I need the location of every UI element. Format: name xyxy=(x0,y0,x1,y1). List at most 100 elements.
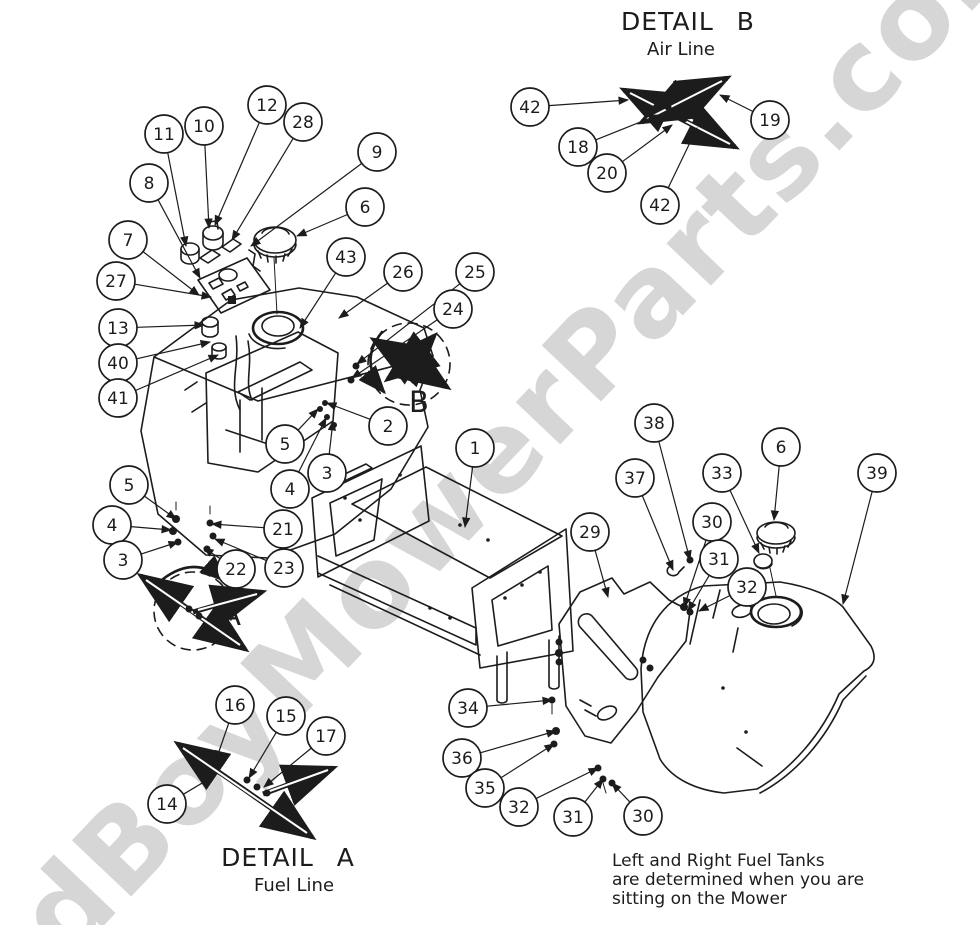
callout-leader-line xyxy=(231,137,294,241)
callout-bubble xyxy=(103,540,143,580)
callout-bubble xyxy=(455,428,495,468)
left-filler-ring-inner xyxy=(261,315,295,337)
callout-bubble xyxy=(553,797,593,837)
callout-number: 40 xyxy=(107,354,129,374)
callout-14: 14 xyxy=(147,775,215,824)
callout-leader-line xyxy=(548,96,630,107)
detail-b-subtitle: Air Line xyxy=(647,39,715,60)
callout-leader-line xyxy=(140,540,179,555)
callout-bubble xyxy=(144,114,184,154)
callout-leader-line xyxy=(203,547,221,560)
callout-number: 27 xyxy=(105,272,127,292)
callout-number: 3 xyxy=(118,551,129,571)
callout-leader-line xyxy=(157,199,201,279)
callout-bubble xyxy=(270,469,310,509)
detail-a-drawing xyxy=(173,740,339,841)
callout-bubble xyxy=(699,539,739,579)
callout-number: 18 xyxy=(567,138,589,158)
callout-leader-line xyxy=(500,743,555,779)
callout-bubble xyxy=(750,100,790,140)
callout-27: 27 xyxy=(96,261,213,301)
callout-number: 22 xyxy=(225,560,247,580)
callout-17: 17 xyxy=(263,716,346,788)
callout-bubble xyxy=(216,549,256,589)
callout-leader-line xyxy=(250,162,363,247)
callout-number: 14 xyxy=(156,795,178,815)
callout-bubble xyxy=(455,252,495,292)
callout-bubble xyxy=(266,696,306,736)
callout-leader-line xyxy=(351,319,438,379)
detail-b-title: DETAIL B xyxy=(621,7,755,36)
callout-bubble xyxy=(306,716,346,756)
callout-3: 3 xyxy=(307,419,347,493)
callout-10: 10 xyxy=(184,106,224,230)
callout-11: 11 xyxy=(144,114,189,248)
callout-19: 19 xyxy=(719,94,790,140)
callout-number: 25 xyxy=(464,263,486,283)
callout-20: 20 xyxy=(587,124,673,193)
callout-35: 35 xyxy=(465,743,555,808)
callout-number: 42 xyxy=(519,98,541,118)
callout-22: 22 xyxy=(203,547,256,589)
callout-leader-line xyxy=(535,767,599,800)
callout-bubble xyxy=(558,127,598,167)
callout-4: 4 xyxy=(92,505,173,545)
left-filler-arc xyxy=(248,333,286,350)
callout-6: 6 xyxy=(761,427,801,522)
callout-number: 2 xyxy=(383,417,394,437)
callout-number: 12 xyxy=(256,96,278,116)
callout-number: 6 xyxy=(776,438,787,458)
callout-31: 31 xyxy=(687,539,739,612)
callout-leader-line xyxy=(595,114,659,141)
cap-gasket xyxy=(753,553,777,597)
tank-note: Left and Right Fuel Tanks are determined… xyxy=(612,851,864,909)
callout-40: 40 xyxy=(98,340,212,383)
callout-bubble xyxy=(448,688,488,728)
right-fuel-tank-drawing xyxy=(640,521,875,794)
callout-number: 36 xyxy=(451,749,473,769)
callout-leader-line xyxy=(327,419,337,455)
callout-21: 21 xyxy=(210,509,303,549)
callout-leader-line xyxy=(462,466,474,529)
callout-18: 18 xyxy=(558,114,659,167)
callout-1: 1 xyxy=(455,428,495,529)
callout-43: 43 xyxy=(299,237,366,329)
callout-bubble xyxy=(368,406,408,446)
callout-leader-line xyxy=(594,550,610,599)
callout-36: 36 xyxy=(442,729,558,778)
callout-leader-line xyxy=(621,124,673,163)
right-filler-ring-inner xyxy=(757,603,791,625)
callout-leader-line xyxy=(130,525,173,534)
callout-bubble xyxy=(96,261,136,301)
callout-number: 16 xyxy=(224,696,246,716)
callout-number: 20 xyxy=(596,164,618,184)
callout-38: 38 xyxy=(634,403,692,562)
callout-number: 31 xyxy=(708,550,730,570)
callout-number: 24 xyxy=(442,300,464,320)
callout-23: 23 xyxy=(214,538,304,588)
callout-number: 43 xyxy=(335,248,357,268)
callout-leader-line xyxy=(136,321,206,330)
fuel-line-reference-a: A xyxy=(136,555,268,653)
right-plate-drawing xyxy=(548,556,694,794)
callout-bubble xyxy=(357,132,397,172)
callout-bubble xyxy=(857,453,897,493)
callout-leader-line xyxy=(326,402,371,420)
callout-number: 35 xyxy=(474,779,496,799)
callout-bubble xyxy=(433,289,473,329)
callout-leader-line xyxy=(296,213,348,237)
callout-number: 15 xyxy=(275,707,297,727)
callout-number: 10 xyxy=(193,117,215,137)
callout-39: 39 xyxy=(841,453,897,606)
callout-leader-line xyxy=(338,282,388,319)
callout-bubble xyxy=(761,427,801,467)
callout-leader-line xyxy=(214,122,260,226)
callout-30: 30 xyxy=(611,782,663,836)
callout-bubble xyxy=(383,252,423,292)
callout-leader-line xyxy=(658,441,692,562)
callout-number: 29 xyxy=(579,523,601,543)
callout-5: 5 xyxy=(265,408,319,464)
callout-bubble xyxy=(510,87,550,127)
callout-42: 42 xyxy=(510,87,630,127)
